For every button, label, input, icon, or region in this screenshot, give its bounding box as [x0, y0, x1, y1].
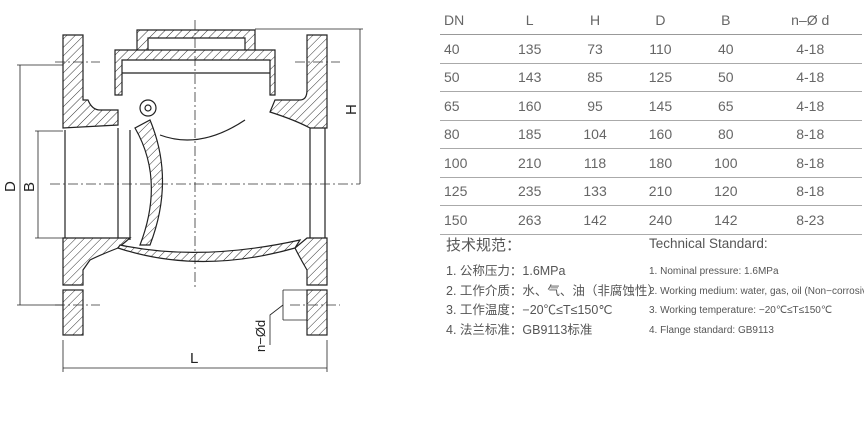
- table-cell: 4-18: [758, 34, 862, 64]
- table-cell: 73: [562, 34, 628, 64]
- table-cell: 8-18: [758, 148, 862, 178]
- table-cell: 142: [693, 205, 759, 235]
- col-header: L: [497, 6, 563, 35]
- label-D: D: [2, 181, 19, 192]
- table-cell: 118: [562, 148, 628, 178]
- valve-drawing: D B H L n−Ød: [2, 20, 363, 372]
- table-cell: 104: [562, 120, 628, 149]
- label-L: L: [190, 350, 198, 367]
- table-cell: 8-18: [758, 177, 862, 206]
- right-flange: [269, 34, 328, 129]
- table-header-row: DN L H D B n–Ø d: [440, 6, 862, 35]
- table-cell: 133: [562, 177, 628, 206]
- list-item: 4. Flange standard: GB9113: [649, 324, 774, 336]
- specs-en-list: 1. Nominal pressure: 1.6MPa 2. Working m…: [649, 262, 864, 340]
- table-cell: 80: [693, 120, 759, 149]
- specs-cn-title: 技术规范：: [446, 237, 522, 254]
- col-header: n–Ø d: [758, 6, 862, 35]
- table-cell: 40: [693, 34, 759, 64]
- table-cell: 50: [693, 63, 759, 92]
- table-cell: 65: [440, 91, 497, 121]
- list-item: 3. 工作温度：−20℃≤T≤150℃: [446, 303, 613, 317]
- table-cell: 8-23: [758, 205, 862, 235]
- table-cell: 160: [627, 120, 694, 149]
- table-cell: 120: [693, 177, 759, 206]
- hinge-pin: [139, 99, 157, 117]
- disc: [134, 119, 164, 246]
- table-cell: 125: [440, 177, 497, 206]
- specs-en-title: Technical Standard:: [649, 236, 768, 251]
- table-cell: 142: [562, 205, 628, 235]
- table-cell: 110: [627, 34, 694, 64]
- table-cell: 65: [693, 91, 759, 121]
- table-cell: 135: [497, 34, 563, 64]
- table-cell: 210: [627, 177, 694, 206]
- col-header: H: [562, 6, 628, 35]
- table-cell: 80: [440, 120, 497, 149]
- table-cell: 145: [627, 91, 694, 121]
- table-cell: 263: [497, 205, 563, 235]
- table-cell: 4-18: [758, 63, 862, 92]
- table-cell: 235: [497, 177, 563, 206]
- table-cell: 180: [627, 148, 694, 178]
- table-cell: 143: [497, 63, 563, 92]
- table-cell: 8-18: [758, 120, 862, 149]
- left-flange: [62, 34, 119, 129]
- label-B: B: [21, 182, 38, 192]
- table-cell: 125: [627, 63, 694, 92]
- table-cell: 95: [562, 91, 628, 121]
- table-cell: 85: [562, 63, 628, 92]
- list-item: 1. Nominal pressure: 1.6MPa: [649, 266, 779, 277]
- list-item: 1. 公称压力：1.6MPa: [446, 264, 566, 278]
- col-header: B: [693, 6, 759, 35]
- list-item: 4. 法兰标准：GB9113标准: [446, 322, 593, 337]
- list-item: 2. 工作介质：水、气、油（非腐蚀性）: [446, 283, 660, 298]
- table-cell: 150: [440, 205, 497, 235]
- table-cell: 185: [497, 120, 563, 149]
- label-nd: n−Ød: [253, 320, 268, 352]
- list-item: 2. Working medium: water, gas, oil (Non−…: [649, 285, 864, 297]
- table-cell: 240: [627, 205, 694, 235]
- table-cell: 100: [440, 148, 497, 178]
- label-H: H: [343, 104, 360, 115]
- table-cell: 40: [440, 34, 497, 64]
- list-item: 3. Working temperature: −20℃≤T≤150℃: [649, 305, 833, 316]
- table-cell: 4-18: [758, 91, 862, 121]
- col-header: D: [627, 6, 694, 35]
- table-cell: 160: [497, 91, 563, 121]
- col-header: DN: [440, 6, 497, 35]
- specs-cn-list: 1. 公称压力：1.6MPa 2. 工作介质：水、气、油（非腐蚀性） 3. 工作…: [446, 262, 660, 340]
- table-cell: 100: [693, 148, 759, 178]
- table-cell: 210: [497, 148, 563, 178]
- table-cell: 50: [440, 63, 497, 92]
